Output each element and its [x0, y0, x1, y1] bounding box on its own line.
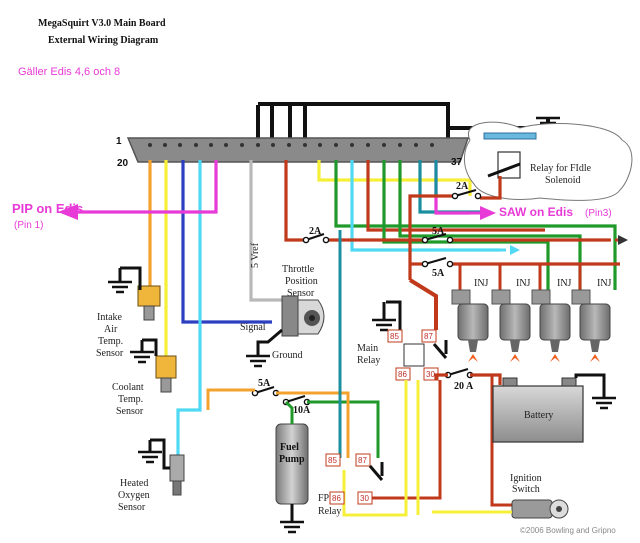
fuel-pump-label-2: Pump: [279, 454, 305, 465]
injector-1: [451, 289, 489, 362]
tps-label-1: Throttle: [282, 264, 315, 275]
tps-label-3: Sensor: [287, 288, 315, 299]
clt-label-1: Coolant: [112, 382, 144, 393]
fuse-5a-label-1: 5A: [432, 226, 445, 237]
fp-relay-86: 86: [332, 494, 341, 503]
injector-2-label: INJ: [516, 278, 531, 289]
injector-feed: [458, 264, 582, 290]
iat-label-2: Air: [104, 324, 118, 335]
fuse-20a-label: 20 A: [454, 381, 474, 392]
ignition-label-2: Switch: [512, 484, 540, 495]
main-relay-label-2: Relay: [357, 355, 380, 366]
fidle-relay-label-2: Solenoid: [545, 175, 581, 186]
fidle-relay-label-1: Relay for FIdle: [530, 163, 592, 174]
clt-label-2: Temp.: [118, 394, 143, 405]
fuel-pump-ground: [280, 520, 304, 534]
injector-2: [491, 289, 531, 362]
injector-4: [571, 289, 611, 362]
ignition-switch: Ignition Switch: [510, 473, 569, 519]
pip-label: PIP on Edis: [12, 201, 83, 216]
injectors: INJ INJ INJ INJ: [451, 278, 612, 362]
injector-3: [531, 289, 571, 362]
tps-ground-label: Ground: [272, 350, 303, 361]
fuse-5a-pump-label: 5A: [258, 378, 271, 389]
main-relay-label-1: Main: [357, 343, 378, 354]
fp-relay-85: 85: [328, 456, 337, 465]
dashed-extensions: [470, 235, 628, 255]
fp-relay: 85 87 86 30 FP Relay: [318, 453, 384, 517]
injector-1-label: INJ: [474, 278, 489, 289]
main-relay-86: 86: [398, 370, 407, 379]
fuel-pump: Fuel Pump: [275, 423, 309, 505]
tps-ground: [246, 354, 270, 368]
tps-label-2: Position: [285, 276, 318, 287]
iat-label-1: Intake: [97, 312, 123, 323]
saw-label: SAW on Edis: [499, 205, 573, 219]
battery-label: Battery: [524, 410, 553, 421]
fuse-10a-label: 10A: [293, 405, 311, 416]
pin-20-label: 20: [117, 158, 129, 169]
fp-relay-87: 87: [358, 456, 367, 465]
ignition-label-1: Ignition: [510, 473, 542, 484]
main-power-bus: [326, 176, 620, 280]
subtitle: Gäller Edis 4,6 och 8: [18, 66, 120, 78]
intake-air-temp-sensor: [108, 266, 161, 321]
title-line-2: External Wiring Diagram: [48, 35, 159, 46]
title-line-1: MegaSquirt V3.0 Main Board: [38, 18, 166, 29]
injector-4-label: INJ: [597, 278, 612, 289]
pump-feed-wires: [206, 230, 380, 458]
iat-label-3: Temp.: [98, 336, 123, 347]
battery-ground: [592, 396, 616, 410]
vref-label: 5 Vref: [250, 242, 261, 268]
pip-arrow: PIP on Edis (Pin 1): [12, 201, 83, 231]
heated-oxygen-sensor: [138, 438, 185, 496]
main-relay: 85 87 86 30: [372, 300, 448, 381]
fidle-relay: Relay for FIdle Solenoid: [464, 121, 633, 201]
clt-label-3: Sensor: [116, 406, 144, 417]
main-relay-85: 85: [390, 332, 399, 341]
iat-label-4: Sensor: [96, 348, 124, 359]
fp-relay-30: 30: [360, 494, 369, 503]
coolant-temp-sensor: [130, 338, 177, 393]
connector-wires: [70, 160, 617, 455]
tps-ground-wire: [256, 328, 283, 356]
fuse-5a-label-2: 5A: [432, 268, 445, 279]
db37-connector: 1 20 19 37: [116, 136, 480, 169]
fuse-2a-left-label: 2A: [309, 226, 322, 237]
battery: Battery: [492, 377, 584, 443]
ego-label-1: Heated: [120, 478, 148, 489]
saw-sub: (Pin3): [585, 208, 612, 219]
fp-relay-label-2: Relay: [318, 506, 341, 517]
ignition-wire: [342, 380, 408, 517]
pin-37-label: 37: [451, 157, 463, 168]
pin-1-label: 1: [116, 136, 122, 147]
injector-3-label: INJ: [557, 278, 572, 289]
ego-label-3: Sensor: [118, 502, 146, 513]
ego-label-2: Oxygen: [118, 490, 150, 501]
fp-relay-label-1: FP: [318, 493, 330, 504]
fuel-pump-label-1: Fuel: [280, 442, 299, 453]
main-relay-30: 30: [426, 370, 435, 379]
main-relay-87: 87: [424, 332, 433, 341]
saw-arrow: SAW on Edis (Pin3): [436, 205, 612, 220]
fuse-2a-top-label: 2A: [456, 181, 469, 192]
battery-ground-wire: [574, 373, 606, 398]
relay-power-wiring: [368, 278, 512, 507]
throttle-position-sensor: [281, 295, 325, 337]
tps-signal-label: Signal: [240, 322, 266, 333]
copyright: ©2006 Bowling and Gripno: [520, 526, 616, 535]
pip-sub: (Pin 1): [14, 220, 43, 231]
